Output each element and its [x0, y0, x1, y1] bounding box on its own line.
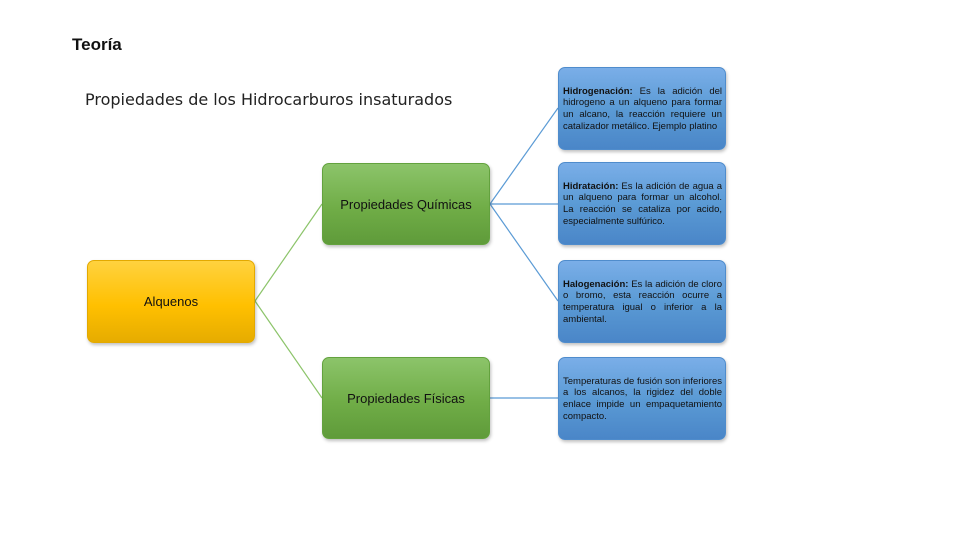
node-alquenos-label: Alquenos — [143, 294, 199, 309]
node-temperaturas-fusion: Temperaturas de fusión son inferiores a … — [558, 357, 726, 440]
node-hidrogenacion-text: Es la adición del hidrogeno a un alqueno… — [563, 85, 722, 132]
connector-root-chem — [254, 203, 323, 302]
subtitle: Propiedades de los Hidrocarburos insatur… — [85, 90, 453, 109]
node-halogenacion: Halogenación: Es la adición de cloro o b… — [558, 260, 726, 343]
connector-root-phys — [254, 300, 323, 399]
node-halogenacion-term: Halogenación: — [563, 278, 629, 290]
node-hidratacion: Hidratación: Es la adición de agua a un … — [558, 162, 726, 245]
node-hidrogenacion: Hidrogenación: Es la adición del hidroge… — [558, 67, 726, 150]
node-hidrogenacion-term: Hidrogenación: — [563, 85, 633, 97]
node-hidratacion-term: Hidratación: — [563, 180, 619, 192]
node-propiedades-fisicas-label: Propiedades Físicas — [347, 390, 465, 406]
node-propiedades-quimicas-label: Propiedades Químicas — [340, 196, 472, 212]
node-alquenos: Alquenos — [87, 260, 255, 343]
node-propiedades-quimicas: Propiedades Químicas — [322, 163, 490, 245]
node-temperaturas-fusion-text: Temperaturas de fusión son inferiores a … — [563, 375, 722, 422]
connector-chem-halogenacion — [489, 203, 559, 302]
connector-chem-hidrogenacion — [489, 107, 559, 205]
node-halogenacion-text: Es la adición de cloro o bromo, esta rea… — [563, 278, 722, 325]
node-hidratacion-text: Es la adición de agua a un alqueno para … — [563, 180, 722, 227]
node-propiedades-fisicas: Propiedades Físicas — [322, 357, 490, 439]
heading: Teoría — [72, 35, 122, 54]
